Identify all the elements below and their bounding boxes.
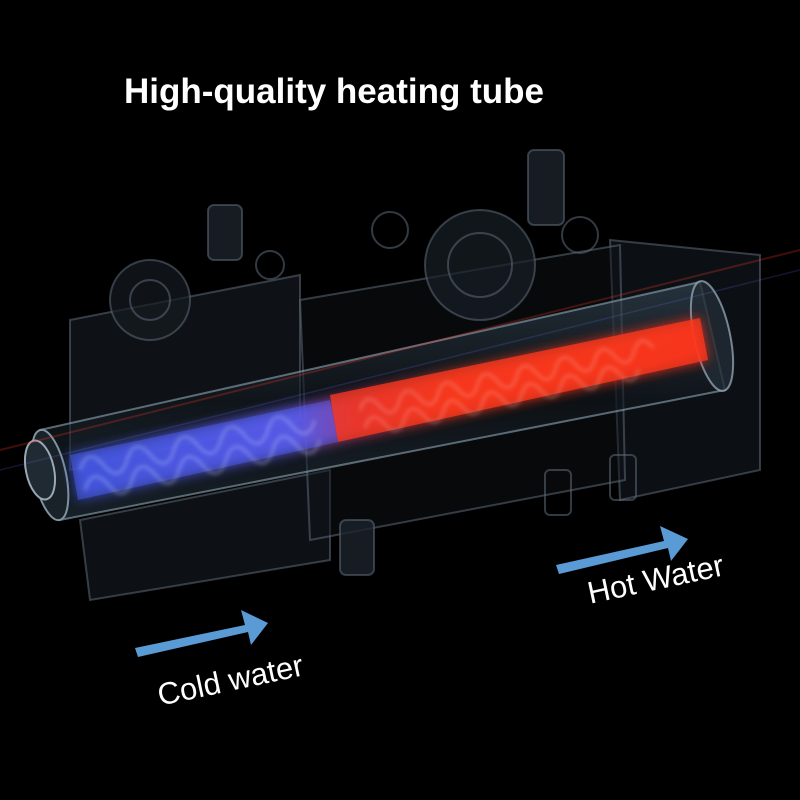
heating-element bbox=[23, 318, 708, 501]
page-title: High-quality heating tube bbox=[124, 72, 544, 111]
arrow-right-icon bbox=[135, 610, 268, 657]
arrow-right-icon bbox=[556, 526, 688, 574]
